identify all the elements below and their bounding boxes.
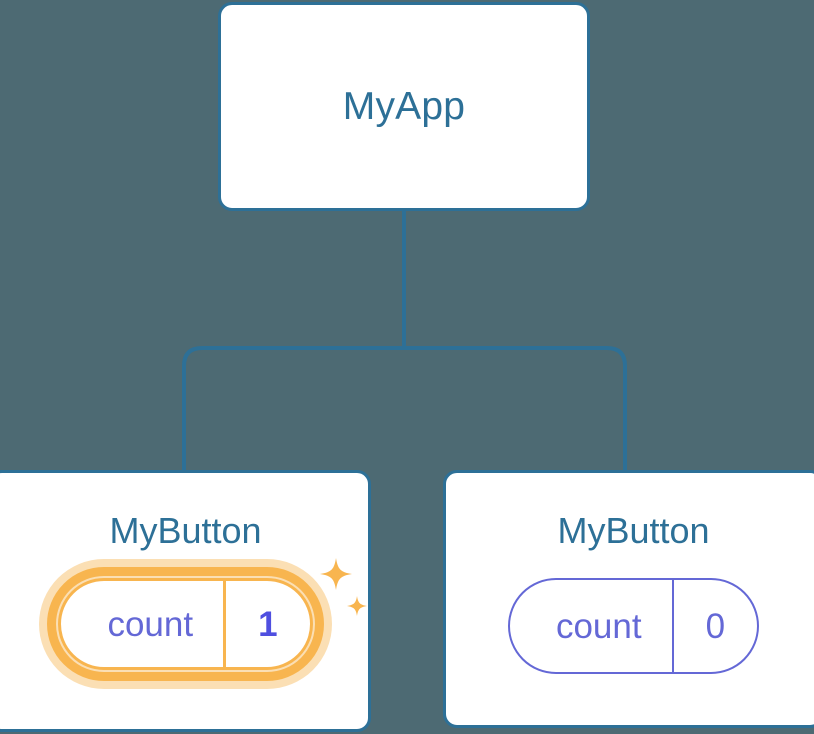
state-value-2: 0 <box>671 580 757 672</box>
state-highlight-glow: count 1 <box>39 559 332 689</box>
edge-branch-left <box>182 346 404 472</box>
state-pill-1[interactable]: count 1 <box>58 578 313 670</box>
state-pill-wrapper-1: count 1 <box>0 559 368 689</box>
node-myapp[interactable]: MyApp <box>218 2 590 211</box>
state-pill-wrapper-2: count 0 <box>446 578 814 674</box>
node-mybutton-1[interactable]: MyButton count 1 <box>0 470 371 732</box>
state-pill-holder-2: count 0 <box>507 578 760 674</box>
node-mybutton-2[interactable]: MyButton count 0 <box>443 470 814 728</box>
node-myapp-title: MyApp <box>342 85 466 128</box>
state-key-2: count <box>555 606 642 646</box>
state-pill-2[interactable]: count 0 <box>507 578 760 674</box>
node-mybutton-1-title: MyButton <box>109 510 262 551</box>
state-key-1: count <box>107 604 194 644</box>
state-value-1: 1 <box>223 581 309 667</box>
edge-branch-right <box>404 346 627 472</box>
node-mybutton-2-title: MyButton <box>557 510 710 551</box>
